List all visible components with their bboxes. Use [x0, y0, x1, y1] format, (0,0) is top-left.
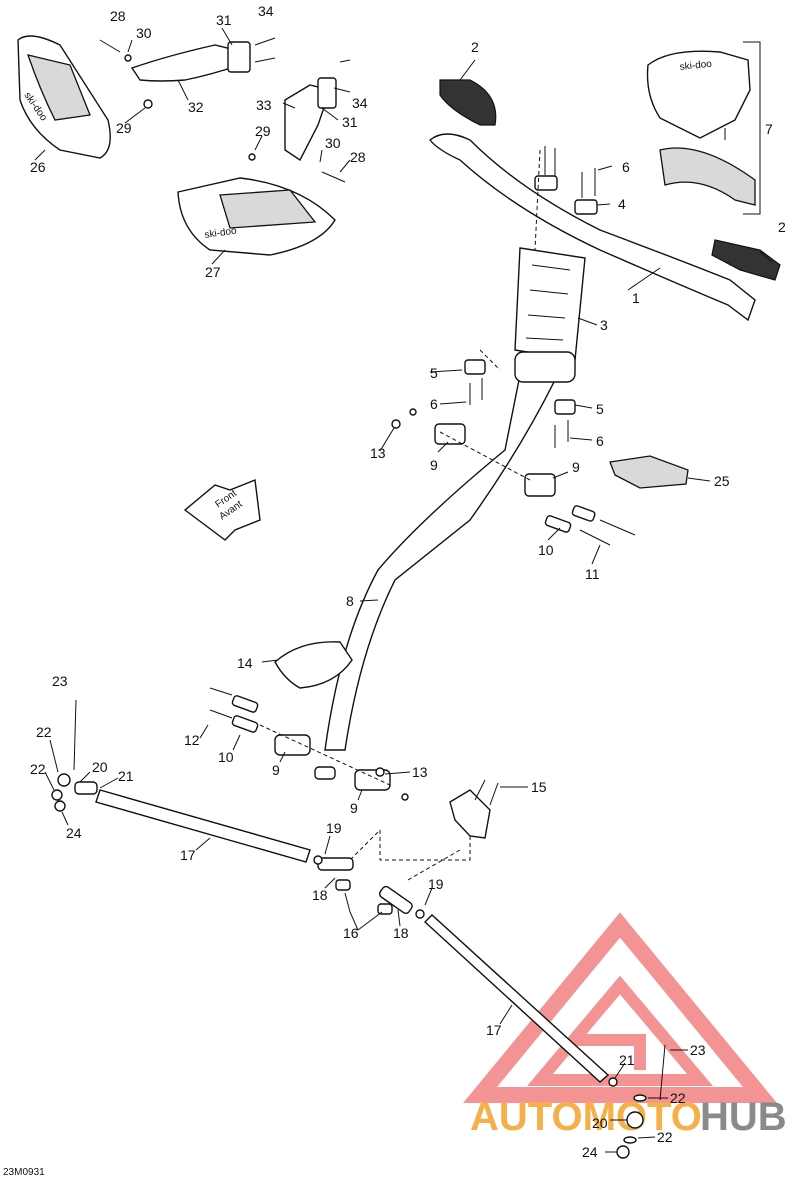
- bolts-upper: [544, 505, 636, 546]
- callout-19-top: 19: [326, 820, 342, 836]
- callout-14: 14: [237, 655, 253, 671]
- callout-31-top: 31: [216, 12, 232, 28]
- grip-2-left: [439, 79, 497, 126]
- callout-labels: 28 30 31 34 32 29 26 33 34 31 29 30 28 2…: [30, 3, 786, 1160]
- callout-21-bottom: 21: [619, 1052, 635, 1068]
- callout-29-mid: 29: [255, 123, 271, 139]
- callout-29-top: 29: [116, 120, 132, 136]
- clamp-4: [534, 146, 598, 215]
- callout-6-left: 6: [430, 396, 438, 412]
- callout-30-top: 30: [136, 25, 152, 41]
- callout-20-bottom: 20: [592, 1115, 608, 1131]
- pad-25: [609, 455, 689, 489]
- callout-9-bottom-right: 9: [350, 800, 358, 816]
- callout-22-bottom-2: 22: [657, 1129, 673, 1145]
- callout-9-top-left: 9: [430, 457, 438, 473]
- callout-27: 27: [205, 264, 221, 280]
- callout-15: 15: [531, 779, 547, 795]
- watermark-logo: [463, 912, 777, 1103]
- leader-lines: [34, 27, 773, 1153]
- callout-22-left-1: 22: [36, 724, 52, 740]
- callout-17-bottom: 17: [486, 1022, 502, 1038]
- callout-2-right: 2: [778, 219, 786, 235]
- upper-clamps: [391, 149, 576, 497]
- callout-24-bottom: 24: [582, 1144, 598, 1160]
- callout-1: 1: [632, 290, 640, 306]
- callout-8: 8: [346, 593, 354, 609]
- bracket-32: [99, 37, 276, 109]
- callout-20-left: 20: [92, 759, 108, 775]
- callout-23-bottom: 23: [690, 1042, 706, 1058]
- handguard-27: ski-doo: [177, 177, 336, 256]
- drawing-code: 23M0931: [3, 1167, 45, 1178]
- callout-16: 16: [343, 925, 359, 941]
- callout-34-top: 34: [258, 3, 274, 19]
- watermark-text-1: AUTOMOTO: [470, 1095, 702, 1139]
- callout-6-right: 6: [596, 433, 604, 449]
- callout-22-left-2: 22: [30, 761, 46, 777]
- callout-24-left: 24: [66, 825, 82, 841]
- callout-32: 32: [188, 99, 204, 115]
- callout-18-top: 18: [312, 887, 328, 903]
- watermark-text-2: HUB: [700, 1095, 787, 1139]
- callout-5-right: 5: [596, 401, 604, 417]
- callout-28-mid: 28: [350, 149, 366, 165]
- callout-3: 3: [600, 317, 608, 333]
- handguard-27-brand: ski-doo: [204, 226, 238, 241]
- callout-11: 11: [585, 566, 600, 582]
- grip-2-right: [711, 239, 781, 281]
- lower-clamps: [209, 687, 409, 801]
- callout-33: 33: [256, 97, 272, 113]
- callout-26: 26: [30, 159, 46, 175]
- tie-rod-17-upper: [51, 699, 354, 891]
- callout-10-bottom: 10: [218, 749, 234, 765]
- callout-9-bottom-left: 9: [272, 762, 280, 778]
- tie-rod-17-lower: [377, 885, 666, 1159]
- pad-kit-7: ski-doo: [646, 41, 761, 215]
- steering-column-8: [324, 351, 576, 751]
- callout-7: 7: [765, 121, 773, 137]
- handlebar-1: [429, 133, 756, 322]
- pad-brand: ski-doo: [679, 59, 713, 73]
- callout-2-top: 2: [471, 39, 479, 55]
- riser-3: [514, 247, 586, 361]
- callout-10-top: 10: [538, 542, 554, 558]
- callout-6-top: 6: [622, 159, 630, 175]
- callout-12: 12: [184, 732, 200, 748]
- callout-19-bottom: 19: [428, 876, 444, 892]
- cover-14: [274, 641, 353, 689]
- callout-21-left: 21: [118, 768, 134, 784]
- handguard-26: ski-doo: [17, 35, 111, 159]
- bracket-33: [248, 59, 351, 183]
- callout-25: 25: [714, 473, 730, 489]
- callout-30-mid: 30: [325, 135, 341, 151]
- callout-28-top: 28: [110, 8, 126, 24]
- callout-9-top-right: 9: [572, 459, 580, 475]
- callout-18-bottom: 18: [393, 925, 409, 941]
- bracket-15: [349, 779, 499, 881]
- callout-34-mid: 34: [352, 95, 368, 111]
- front-arrow: Front Avant: [183, 479, 261, 541]
- callout-31-mid: 31: [342, 114, 358, 130]
- callout-13-top: 13: [370, 445, 386, 461]
- callout-17-top: 17: [180, 847, 196, 863]
- callout-5-left: 5: [430, 365, 438, 381]
- callout-22-bottom-1: 22: [670, 1090, 686, 1106]
- callout-23-left: 23: [52, 673, 68, 689]
- callout-13-bottom: 13: [412, 764, 428, 780]
- callout-4: 4: [618, 196, 626, 212]
